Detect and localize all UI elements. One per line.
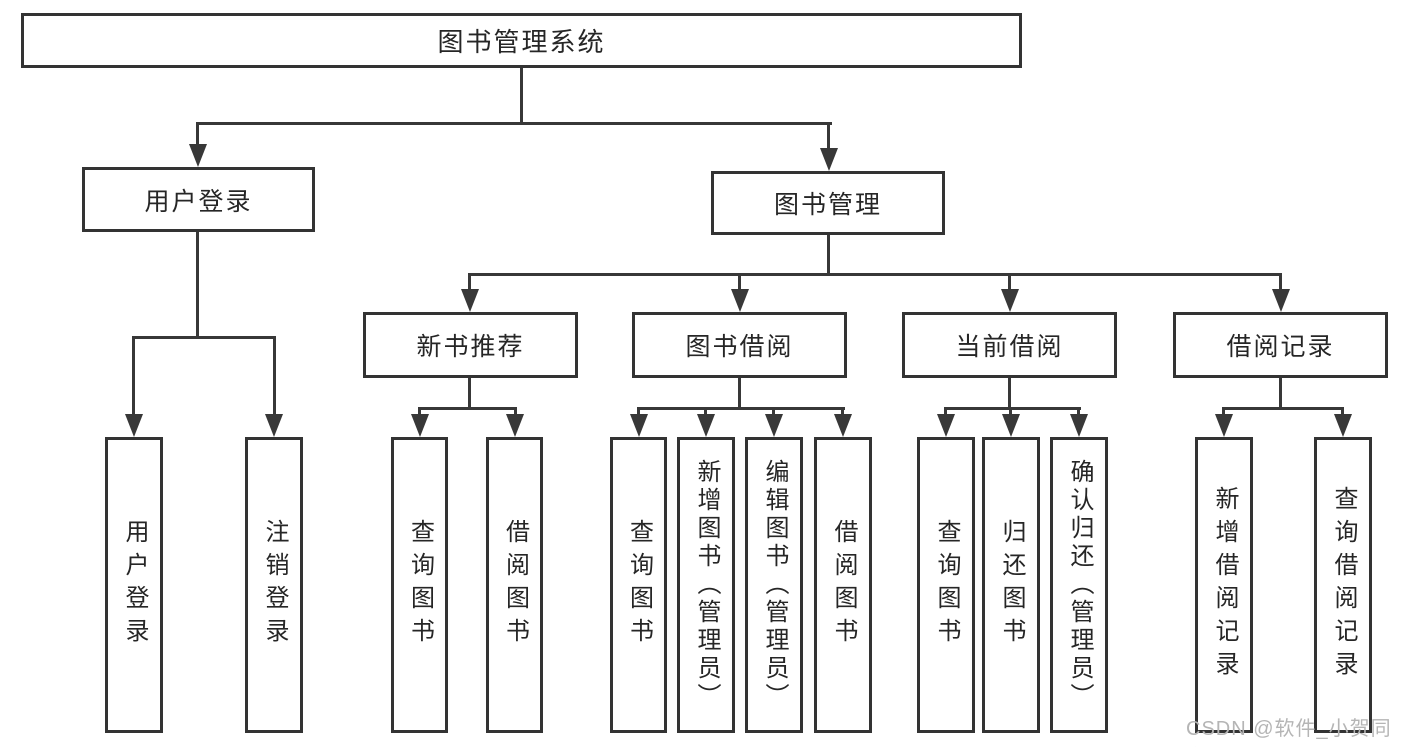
connector-arrow [765,414,783,437]
leaf-query-borrow-record: 查询借阅记录 [1314,437,1372,733]
connector-line [1222,407,1225,418]
connector-line [944,407,1081,410]
connector-arrow [630,414,648,437]
connector-line [738,378,741,410]
connector-line [196,122,199,148]
node-new-book-recommend: 新书推荐 [363,312,578,378]
connector-line [772,407,775,418]
connector-line [273,336,276,418]
connector-line [1008,273,1011,293]
connector-line [637,407,640,418]
connector-arrow [937,414,955,437]
connector-line [196,122,832,125]
connector-arrow [1070,414,1088,437]
connector-line [418,407,517,410]
leaf-logout: 注销登录 [245,437,303,733]
connector-arrow [411,414,429,437]
connector-line [738,273,741,293]
connector-arrow [1002,414,1020,437]
connector-line [944,407,947,418]
connector-arrow [820,148,838,171]
leaf-add-book-admin: 新增图书（管理员） [677,437,735,733]
connector-line [1009,407,1012,418]
connector-line [1008,378,1011,410]
connector-line [468,273,1282,276]
connector-arrow [125,414,143,437]
node-current-borrow: 当前借阅 [902,312,1117,378]
leaf-query-books-newbooks: 查询图书 [391,437,448,733]
connector-line [841,407,844,418]
connector-line [637,407,845,410]
connector-line [1341,407,1344,418]
leaf-return-book: 归还图书 [982,437,1040,733]
connector-arrow [1334,414,1352,437]
root-node-title: 图书管理系统 [21,13,1022,68]
connector-line [418,407,421,418]
connector-line [1077,407,1080,418]
connector-arrow [1272,289,1290,312]
connector-arrow [834,414,852,437]
connector-line [196,232,199,339]
connector-line [132,336,135,418]
connector-line [1222,407,1344,410]
connector-arrow [1001,289,1019,312]
connector-arrow [189,144,207,167]
connector-line [132,336,276,339]
leaf-query-books-borrow: 查询图书 [610,437,667,733]
node-book-management: 图书管理 [711,171,945,235]
connector-line [520,68,523,125]
connector-arrow [1215,414,1233,437]
leaf-borrow-books-borrow: 借阅图书 [814,437,872,733]
leaf-add-borrow-record: 新增借阅记录 [1195,437,1253,733]
node-book-borrow: 图书借阅 [632,312,847,378]
leaf-confirm-return-admin: 确认归还（管理员） [1050,437,1108,733]
leaf-user-login: 用户登录 [105,437,163,733]
connector-arrow [461,289,479,312]
connector-arrow [506,414,524,437]
connector-arrow [731,289,749,312]
connector-line [827,122,830,152]
connector-line [1279,273,1282,293]
connector-arrow [265,414,283,437]
node-user-login: 用户登录 [82,167,315,232]
connector-line [827,235,830,276]
connector-line [1279,378,1282,410]
leaf-edit-book-admin: 编辑图书（管理员） [745,437,803,733]
leaf-query-books-current: 查询图书 [917,437,975,733]
connector-line [514,407,517,418]
connector-line [704,407,707,418]
connector-arrow [697,414,715,437]
connector-line [468,273,471,293]
connector-line [468,378,471,410]
node-borrow-records: 借阅记录 [1173,312,1388,378]
csdn-watermark: CSDN @软件_小贺同学 [1186,718,1392,740]
leaf-borrow-books-newbooks: 借阅图书 [486,437,543,733]
